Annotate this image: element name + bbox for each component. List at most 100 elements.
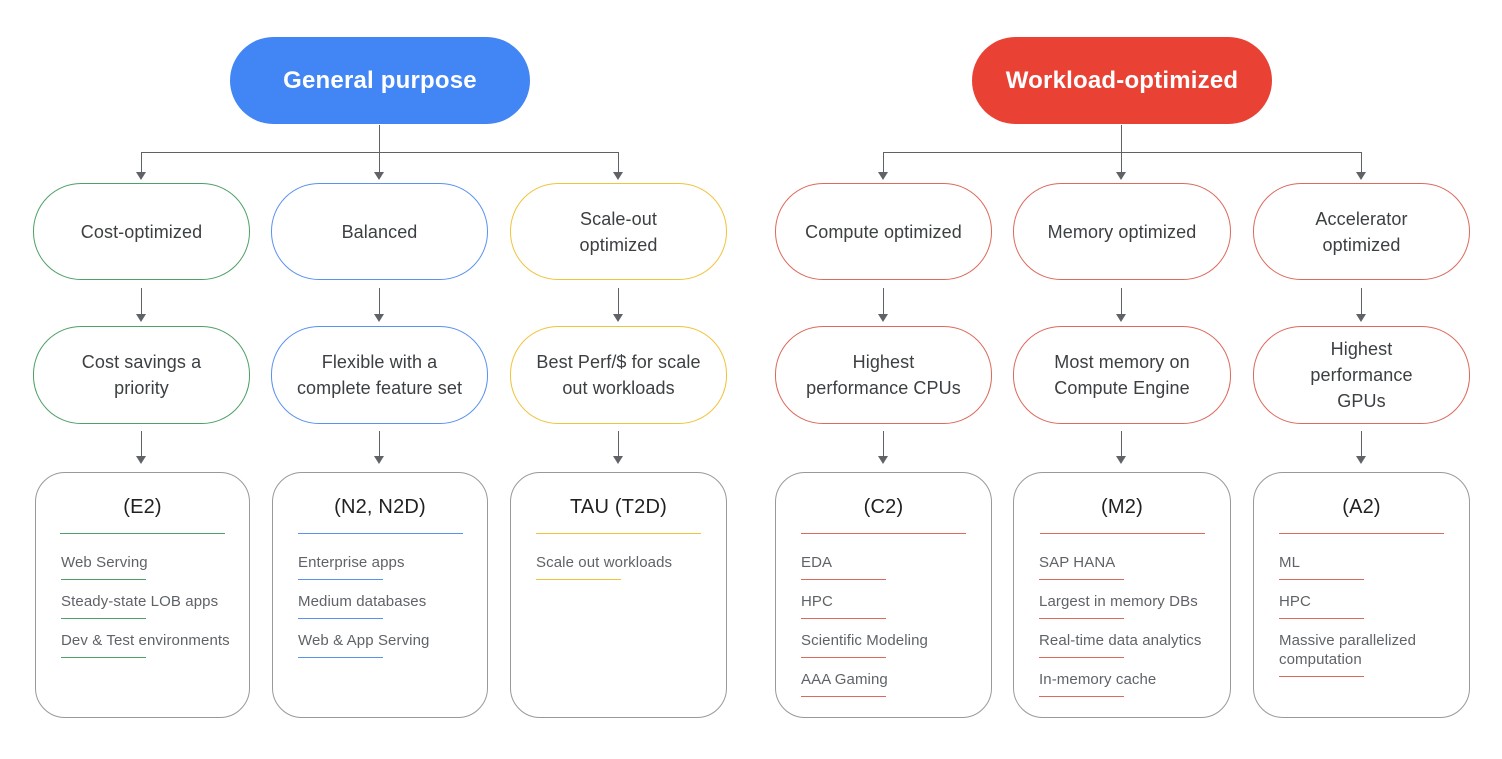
- arrow-down-icon: [1356, 456, 1366, 464]
- benefit-pill-highest-cpus: Highest performance CPUs: [775, 326, 992, 424]
- arrow-down-icon: [1116, 314, 1126, 322]
- machine-card-m2: (M2) SAP HANA Largest in memory DBs Real…: [1013, 472, 1231, 718]
- use-case-label: Largest in memory DBs: [1039, 593, 1198, 610]
- connector-trunk-workload-optimized: [1121, 125, 1122, 153]
- use-case-item: Enterprise apps: [298, 553, 471, 580]
- category-label: Scale-out optimized: [579, 208, 658, 255]
- connector-drop: [141, 152, 142, 172]
- title-rule: [1279, 533, 1444, 534]
- arrow-down-icon: [136, 314, 146, 322]
- use-case-item: Real-time data analytics: [1039, 631, 1214, 658]
- use-case-item: EDA: [801, 553, 975, 580]
- use-case-list: Scale out workloads: [511, 553, 726, 580]
- machine-card-a2: (A2) ML HPC Massive parallelized computa…: [1253, 472, 1470, 718]
- use-case-label: HPC: [1279, 593, 1311, 610]
- use-case-label: Scale out workloads: [536, 554, 673, 571]
- benefit-pill-most-memory: Most memory on Compute Engine: [1013, 326, 1231, 424]
- item-rule: [298, 618, 383, 619]
- item-rule: [801, 696, 886, 697]
- title-rule: [60, 533, 225, 534]
- header-label: Workload-optimized: [1005, 66, 1239, 94]
- item-rule: [1279, 676, 1364, 677]
- arrow-down-icon: [613, 172, 623, 180]
- machine-card-title: (C2): [863, 496, 904, 518]
- connector-drop: [618, 152, 619, 172]
- title-rule: [801, 533, 966, 534]
- use-case-item: ML: [1279, 553, 1453, 580]
- machine-card-n2-n2d: (N2, N2D) Enterprise apps Medium databas…: [272, 472, 488, 718]
- use-case-label: Scientific Modeling: [801, 632, 928, 649]
- connector-drop: [141, 288, 142, 314]
- title-rule: [297, 533, 463, 534]
- item-rule: [1039, 657, 1124, 658]
- arrow-down-icon: [878, 172, 888, 180]
- connector-drop: [1121, 431, 1122, 456]
- arrow-down-icon: [878, 314, 888, 322]
- item-rule: [61, 657, 146, 658]
- category-label: Balanced: [341, 221, 418, 242]
- use-case-label: Massive parallelized computation: [1279, 632, 1417, 668]
- use-case-label: AAA Gaming: [801, 671, 888, 688]
- arrow-down-icon: [136, 456, 146, 464]
- benefit-label: Flexible with a complete feature set: [296, 352, 463, 398]
- connector-drop: [883, 152, 884, 172]
- connector-drop: [1121, 288, 1122, 314]
- category-pill-accelerator-optimized: Accelerator optimized: [1253, 183, 1470, 280]
- arrow-down-icon: [374, 314, 384, 322]
- connector-span-general-purpose: [141, 152, 619, 153]
- use-case-label: ML: [1279, 554, 1301, 571]
- connector-drop: [883, 288, 884, 314]
- title-rule: [1039, 533, 1205, 534]
- item-rule: [1039, 579, 1124, 580]
- item-rule: [298, 657, 383, 658]
- item-rule: [801, 618, 886, 619]
- use-case-item: HPC: [1279, 592, 1453, 619]
- category-pill-scale-out-optimized: Scale-out optimized: [510, 183, 727, 280]
- use-case-list: SAP HANA Largest in memory DBs Real-time…: [1014, 553, 1230, 697]
- benefit-label: Highest performance GPUs: [1310, 339, 1413, 411]
- item-rule: [61, 579, 146, 580]
- machine-card-tau-t2d: TAU (T2D) Scale out workloads: [510, 472, 727, 718]
- arrow-down-icon: [1116, 456, 1126, 464]
- use-case-label: SAP HANA: [1039, 554, 1116, 571]
- arrow-down-icon: [374, 456, 384, 464]
- use-case-item: Web & App Serving: [298, 631, 471, 658]
- benefit-pill-cost-savings: Cost savings a priority: [33, 326, 250, 424]
- use-case-label: Web & App Serving: [298, 632, 430, 649]
- item-rule: [1039, 696, 1124, 697]
- item-rule: [536, 579, 621, 580]
- connector-drop: [379, 152, 380, 172]
- use-case-item: Web Serving: [61, 553, 233, 580]
- use-case-label: Web Serving: [61, 554, 148, 571]
- use-case-list: Enterprise apps Medium databases Web & A…: [273, 553, 487, 658]
- item-rule: [1279, 618, 1364, 619]
- header-workload-optimized: Workload-optimized: [972, 37, 1272, 124]
- use-case-label: HPC: [801, 593, 833, 610]
- connector-drop: [379, 431, 380, 456]
- connector-trunk-general-purpose: [379, 125, 380, 153]
- benefit-label: Most memory on Compute Engine: [1054, 352, 1190, 398]
- header-label: General purpose: [283, 66, 477, 94]
- connector-drop: [141, 431, 142, 456]
- use-case-label: In-memory cache: [1039, 671, 1157, 688]
- use-case-item: AAA Gaming: [801, 670, 975, 697]
- benefit-pill-flexible: Flexible with a complete feature set: [271, 326, 488, 424]
- use-case-item: Largest in memory DBs: [1039, 592, 1214, 619]
- category-label: Accelerator optimized: [1315, 208, 1408, 255]
- use-case-item: HPC: [801, 592, 975, 619]
- arrow-down-icon: [1356, 314, 1366, 322]
- use-case-list: ML HPC Massive parallelized computation: [1254, 553, 1469, 677]
- item-rule: [801, 657, 886, 658]
- benefit-label: Best Perf/$ for scale out workloads: [536, 352, 701, 398]
- arrow-down-icon: [613, 314, 623, 322]
- arrow-down-icon: [374, 172, 384, 180]
- title-rule: [536, 533, 701, 534]
- machine-card-title: (A2): [1342, 496, 1381, 518]
- use-case-label: Enterprise apps: [298, 554, 405, 571]
- category-label: Cost-optimized: [80, 221, 203, 242]
- arrow-down-icon: [136, 172, 146, 180]
- use-case-list: EDA HPC Scientific Modeling AAA Gaming: [776, 553, 991, 697]
- arrow-down-icon: [1116, 172, 1126, 180]
- connector-drop: [1361, 152, 1362, 172]
- benefit-label: Highest performance CPUs: [806, 352, 961, 398]
